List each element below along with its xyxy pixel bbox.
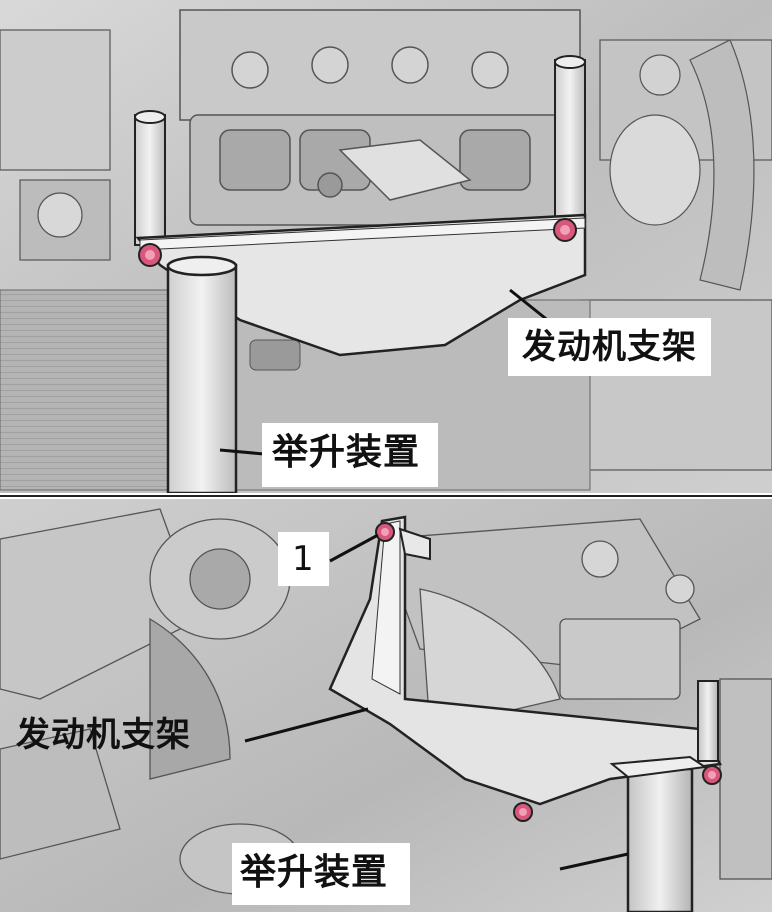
panel-divider: [0, 493, 772, 499]
engine-bracket-label-bottom: 发动机支架: [16, 715, 191, 755]
bolt-bottom: [513, 802, 533, 822]
bottom-panel-drawing: [0, 499, 772, 912]
engine-block: [179, 9, 581, 226]
bolt-right: [553, 218, 577, 242]
top-panel-drawing: [0, 0, 772, 493]
lifting-device-label-bottom: 举升装置: [232, 843, 411, 905]
bracket-small-post: [697, 680, 719, 762]
bracket-post-left: [134, 114, 166, 246]
leader-line-callout: [329, 533, 379, 563]
lifting-device-post: [166, 263, 238, 493]
bolt-top: [375, 522, 395, 542]
top-panel-illustration: [0, 0, 772, 493]
bracket-post-right: [554, 59, 586, 236]
engine-bracket-arm: [328, 515, 723, 806]
sensor-part: [249, 339, 301, 371]
radiator: [0, 289, 181, 491]
left-components: [0, 29, 111, 261]
lifting-device-post: [626, 767, 694, 912]
bolt-left: [138, 243, 162, 267]
right-components: [579, 39, 772, 471]
leader-line-bracket: [244, 707, 369, 743]
lifting-device-label: 举升装置: [262, 423, 439, 487]
callout-number-label: 1: [278, 532, 329, 586]
engine-bracket-label: 发动机支架: [508, 318, 711, 376]
bottom-panel-illustration: [0, 499, 772, 912]
bolt-right: [702, 765, 722, 785]
leader-line-lift: [559, 852, 629, 871]
